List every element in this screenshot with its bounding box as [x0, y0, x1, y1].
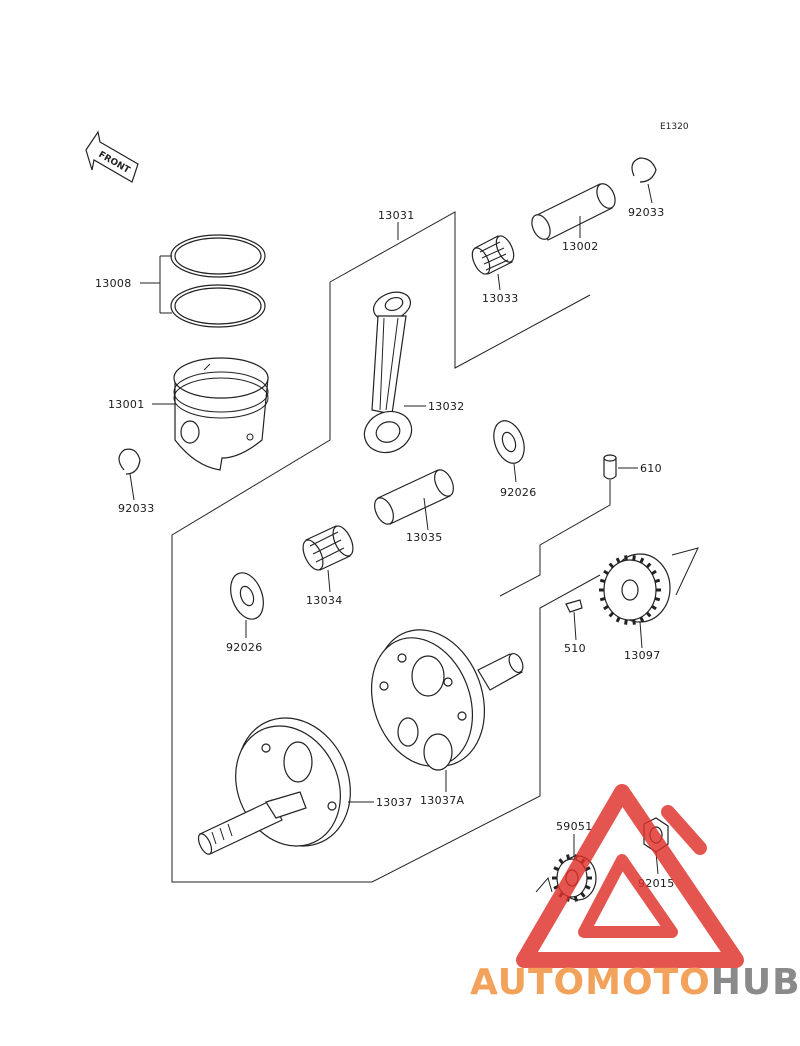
gear-tooth [573, 896, 578, 902]
gear-tooth [553, 866, 560, 872]
gear-tooth [651, 569, 657, 576]
part-label-13035: 13035 [406, 531, 443, 544]
leader-92033-right [647, 183, 653, 204]
part-label-13033: 13033 [482, 292, 519, 305]
needle-bearing-icon [302, 525, 354, 571]
gear-tooth [632, 555, 636, 561]
gear-tooth [584, 884, 591, 890]
woodruff-key-icon [565, 599, 583, 613]
assembly-outline [535, 876, 553, 893]
thrust-washer-icon [230, 572, 264, 620]
diagram-code: E1320 [660, 122, 689, 132]
gear-tooth [645, 611, 652, 618]
gear-tooth [566, 854, 571, 860]
circlip-icon [118, 448, 141, 475]
gear-tooth [632, 619, 636, 625]
leader-13008 [140, 255, 172, 314]
part-label-92026-left: 92026 [226, 641, 263, 654]
leader-92026-right [513, 463, 517, 483]
part-label-13008: 13008 [95, 277, 132, 290]
part-label-92033-right: 92033 [628, 206, 665, 219]
gear-tooth [651, 604, 657, 611]
thrust-washer-icon [493, 420, 525, 464]
leader-13034 [327, 569, 331, 593]
leader-13097 [639, 621, 643, 649]
part-label-59051: 59051 [556, 820, 593, 833]
crankshaft-right-half-icon [370, 629, 524, 771]
gear-tooth [584, 866, 591, 872]
gear-tooth [615, 557, 621, 564]
part-label-13037A: 13037A [420, 794, 464, 807]
part-label-610: 610 [640, 462, 662, 475]
gear-tooth [608, 611, 615, 618]
part-label-13002: 13002 [562, 240, 599, 253]
part-label-13031: 13031 [378, 209, 415, 222]
gear-tooth [599, 597, 606, 602]
gear-tooth [645, 562, 652, 569]
dowel-pin-icon [603, 454, 617, 480]
front-arrow-icon: FRONT [85, 130, 139, 183]
primary-gear-icon [599, 553, 671, 625]
piston-pin-icon [531, 183, 616, 241]
part-label-92026-right: 92026 [500, 486, 537, 499]
gear-tooth [580, 891, 586, 898]
gear-tooth [639, 616, 645, 623]
gear-tooth [624, 619, 628, 625]
gear-tooth [654, 578, 661, 583]
part-label-13032: 13032 [428, 400, 465, 413]
leader-13033 [497, 273, 501, 291]
gear-tooth [654, 597, 661, 602]
leader-510 [573, 611, 577, 641]
gear-tooth [603, 569, 609, 576]
gear-tooth [639, 557, 645, 564]
gear-tooth [599, 578, 606, 583]
needle-bearing-icon [471, 235, 515, 275]
part-label-13034: 13034 [306, 594, 343, 607]
watermark-text-a: AUTOMOTO [470, 962, 711, 1003]
gear-tooth [558, 858, 564, 865]
leader-13035 [423, 497, 429, 531]
circlip-icon [631, 157, 657, 183]
connecting-rod-icon [363, 291, 413, 454]
piston-ring-icon [170, 234, 266, 328]
watermark-logo [516, 784, 744, 968]
leader-92033-left [129, 473, 135, 501]
crank-pin-icon [374, 469, 454, 525]
watermark-text-b: HUB [711, 962, 800, 1003]
gear-tooth [615, 616, 621, 623]
part-label-510: 510 [564, 642, 586, 655]
part-label-13097: 13097 [624, 649, 661, 662]
watermark-text: AUTOMOTOHUB [470, 962, 800, 1003]
assembly-outline [171, 211, 699, 883]
crankshaft-left-half-icon [197, 717, 351, 855]
piston-icon [173, 357, 269, 471]
gear-tooth [624, 555, 628, 561]
part-label-92033-left: 92033 [118, 502, 155, 515]
part-label-13001: 13001 [108, 398, 145, 411]
gear-tooth [608, 562, 615, 569]
gear-tooth [603, 604, 609, 611]
part-label-13037: 13037 [376, 796, 413, 809]
